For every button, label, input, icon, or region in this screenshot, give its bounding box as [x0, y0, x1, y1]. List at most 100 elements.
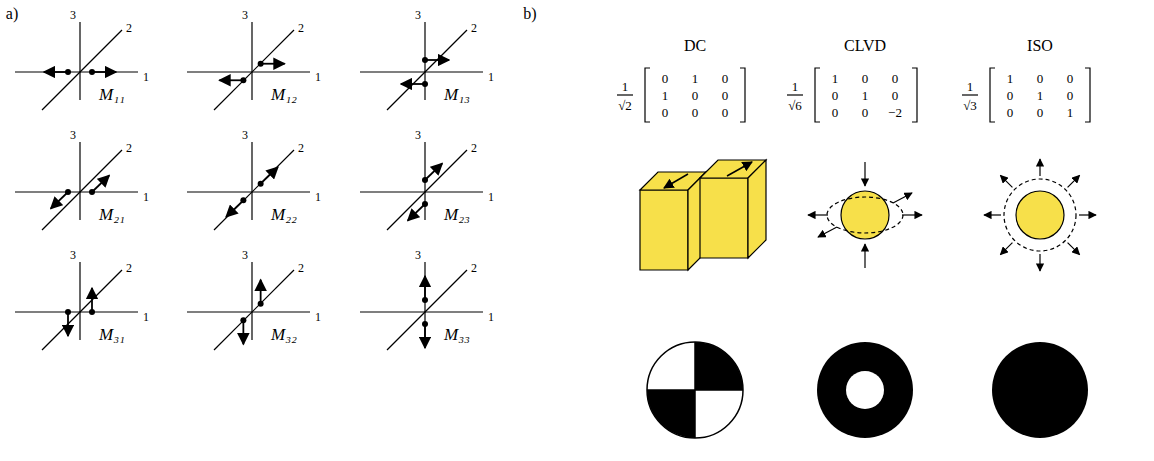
axis-label: 3	[415, 249, 421, 261]
axis-panel	[360, 22, 483, 110]
axis-1	[187, 311, 310, 312]
matrix-entry: 0	[722, 106, 729, 119]
axis-label: 2	[298, 22, 304, 34]
axis-1	[15, 191, 138, 192]
iso-sphere	[984, 159, 1096, 271]
expansion-arrow	[984, 214, 1001, 215]
axis-3	[79, 262, 80, 340]
axis-panel	[187, 262, 310, 350]
axis-label: 2	[298, 142, 304, 154]
expansion-arrow	[1000, 175, 1012, 187]
axis-label: 2	[471, 262, 477, 274]
matrix-brackets	[617, 68, 1090, 122]
axis-label: 3	[415, 9, 421, 21]
force-arrow	[91, 288, 93, 312]
matrix-entry: 0	[1067, 72, 1074, 85]
matrix-entry: 1	[1067, 106, 1074, 119]
matrix-entry: 0	[722, 72, 729, 85]
matrix-entry: 0	[832, 106, 839, 119]
axis-label: 1	[315, 191, 321, 203]
axis-label: 3	[242, 129, 248, 141]
force-arrow	[260, 280, 262, 304]
force-arrow	[92, 71, 116, 73]
axis-label: 1	[143, 71, 149, 83]
matrix-entry: 1	[1007, 72, 1014, 85]
fraction-denominator: √6	[788, 99, 802, 112]
axis-1	[360, 71, 483, 72]
moment-label: M₁₁	[99, 86, 125, 103]
matrix-entry: 1	[1037, 89, 1044, 102]
axis-label: 3	[70, 9, 76, 21]
axis-label: 3	[415, 129, 421, 141]
force-arrow	[261, 167, 278, 184]
moment-label: M₁₃	[444, 86, 470, 103]
mechanism-title: DC	[684, 38, 706, 54]
axis-label: 2	[126, 22, 132, 34]
force-arrow	[261, 63, 285, 65]
clvd-sphere	[808, 162, 922, 268]
matrix-entry: 0	[892, 72, 899, 85]
axis-label: 1	[315, 311, 321, 323]
matrix-entry: 0	[892, 89, 899, 102]
moment-label: M₂₃	[444, 206, 470, 223]
moment-label: M₃₂	[271, 326, 297, 343]
axis-label: 1	[143, 191, 149, 203]
expansion-arrow	[1039, 159, 1040, 176]
axis-1	[360, 191, 483, 192]
axis-label: 2	[471, 22, 477, 34]
force-arrow	[219, 79, 243, 81]
matrix-entry: 0	[692, 89, 699, 102]
matrix-entry: 0	[722, 89, 729, 102]
axis-label: 1	[143, 311, 149, 323]
force-arrow	[51, 192, 68, 209]
axis-panel	[187, 22, 310, 110]
axis-label: 2	[126, 262, 132, 274]
expansion-arrow	[1079, 214, 1096, 215]
axis-3	[79, 142, 80, 220]
axis-3	[251, 262, 252, 340]
axis-1	[15, 311, 138, 312]
fraction-numerator: 1	[792, 80, 799, 93]
matrix-entry: −2	[888, 106, 902, 119]
fraction-numerator: 1	[622, 80, 629, 93]
expansion-arrow	[1068, 175, 1080, 187]
matrix-entry: 1	[662, 89, 669, 102]
axis-label: 2	[298, 262, 304, 274]
moment-label: M₃₁	[99, 326, 125, 343]
mechanism-title: ISO	[1027, 38, 1053, 54]
axis-1	[15, 71, 138, 72]
force-arrow	[425, 59, 449, 61]
mechanism-title: CLVD	[844, 38, 886, 54]
axis-label: 2	[126, 142, 132, 154]
moment-label: M₂₂	[271, 206, 297, 223]
force-arrow	[92, 175, 109, 192]
axis-label: 1	[488, 71, 494, 83]
force-arrow	[67, 312, 69, 336]
matrix-entry: 0	[692, 106, 699, 119]
axis-panel	[15, 22, 138, 110]
part-label: a)	[6, 6, 18, 22]
force-arrow	[226, 200, 243, 217]
matrix-entry: 0	[1037, 72, 1044, 85]
force-arrow	[425, 163, 442, 180]
axis-label: 3	[242, 9, 248, 21]
axis-label: 1	[488, 191, 494, 203]
axis-1	[360, 311, 483, 312]
matrix-entry: 1	[832, 72, 839, 85]
axis-3	[251, 142, 252, 220]
moment-label: M₁₂	[271, 86, 297, 103]
axis-panel	[15, 142, 138, 230]
axis-label: 3	[70, 129, 76, 141]
matrix-entry: 0	[832, 89, 839, 102]
fraction-denominator: √3	[963, 99, 977, 112]
axis-label: 1	[315, 71, 321, 83]
fault-blocks	[640, 160, 766, 270]
matrix-entry: 0	[1007, 106, 1014, 119]
moment-label: M₂₁	[99, 206, 125, 223]
moment-label: M₃₃	[444, 326, 470, 343]
matrix-entry: 0	[1037, 106, 1044, 119]
force-arrow	[242, 320, 244, 344]
axis-label: 3	[242, 249, 248, 261]
